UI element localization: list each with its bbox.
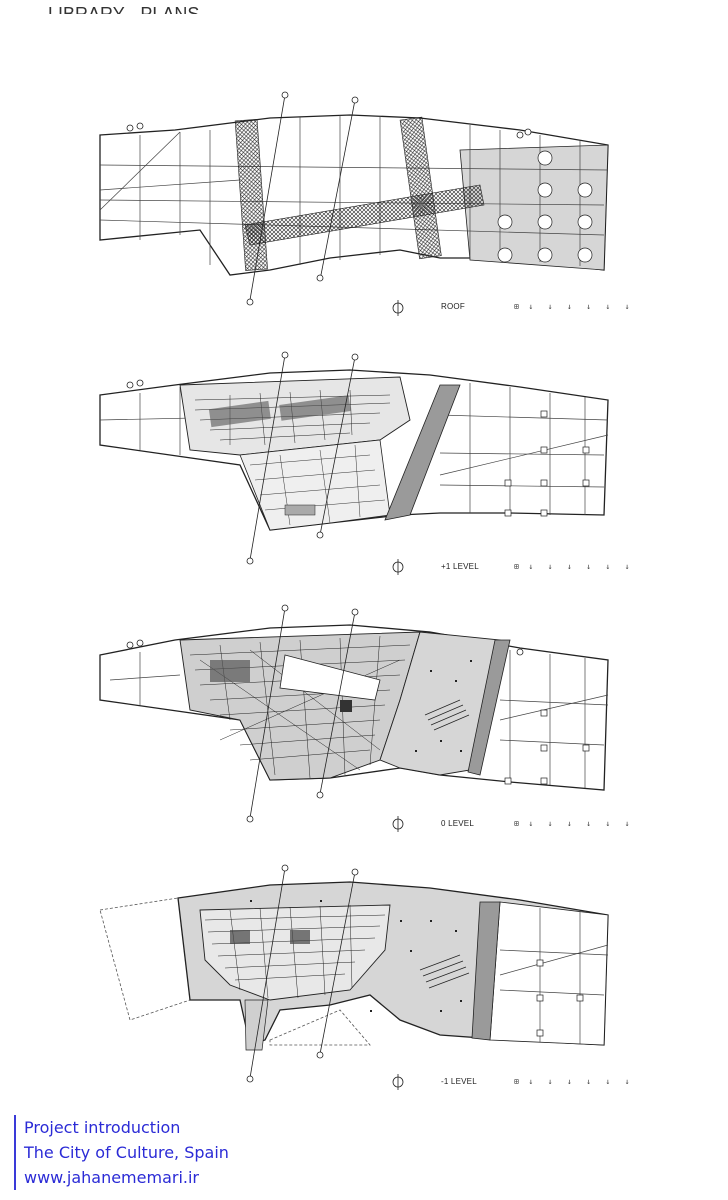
scale-bar-icon: ⊞ ↓ ↓ ↓ ↓ ↓ ↓ — [514, 562, 630, 571]
caption-line-website[interactable]: www.jahanememari.ir — [24, 1168, 200, 1187]
caption-line-project: The City of Culture, Spain — [24, 1143, 229, 1162]
plan-level-plus-1: +1 LEVEL ⊞ ↓ ↓ ↓ ↓ ↓ ↓ — [0, 345, 728, 585]
caption-line-title: Project introduction — [24, 1118, 181, 1137]
plan-label-minus-1: -1 LEVEL — [441, 1077, 477, 1086]
scale-bar-icon: ⊞ ↓ ↓ ↓ ↓ ↓ ↓ — [514, 302, 630, 311]
roof-plan-drawing — [99, 91, 609, 316]
plan-level-0: 0 LEVEL ⊞ ↓ ↓ ↓ ↓ ↓ ↓ — [0, 600, 728, 845]
plan-label-0: 0 LEVEL — [441, 819, 474, 828]
scale-bar-icon: ⊞ ↓ ↓ ↓ ↓ ↓ ↓ — [514, 1077, 630, 1086]
scale-bar-icon: ⊞ ↓ ↓ ↓ ↓ ↓ ↓ — [514, 819, 630, 828]
plan-label-plus-1: +1 LEVEL — [441, 562, 479, 571]
plan-label-roof: ROOF — [441, 302, 465, 311]
level-0-plan-drawing — [99, 604, 609, 832]
level-plus-1-plan-drawing — [99, 351, 609, 575]
level-minus-1-plan-drawing — [99, 864, 609, 1090]
caption-block: Project introduction The City of Culture… — [14, 1115, 229, 1190]
svg-text:LIBRARY · PLANS: LIBRARY · PLANS — [48, 4, 199, 14]
plan-level-minus-1: -1 LEVEL ⊞ ↓ ↓ ↓ ↓ ↓ ↓ — [0, 860, 728, 1105]
cut-off-title: LIBRARY · PLANS — [46, 0, 246, 14]
plan-roof: ROOF ⊞ ↓ ↓ ↓ ↓ ↓ ↓ — [0, 90, 728, 320]
